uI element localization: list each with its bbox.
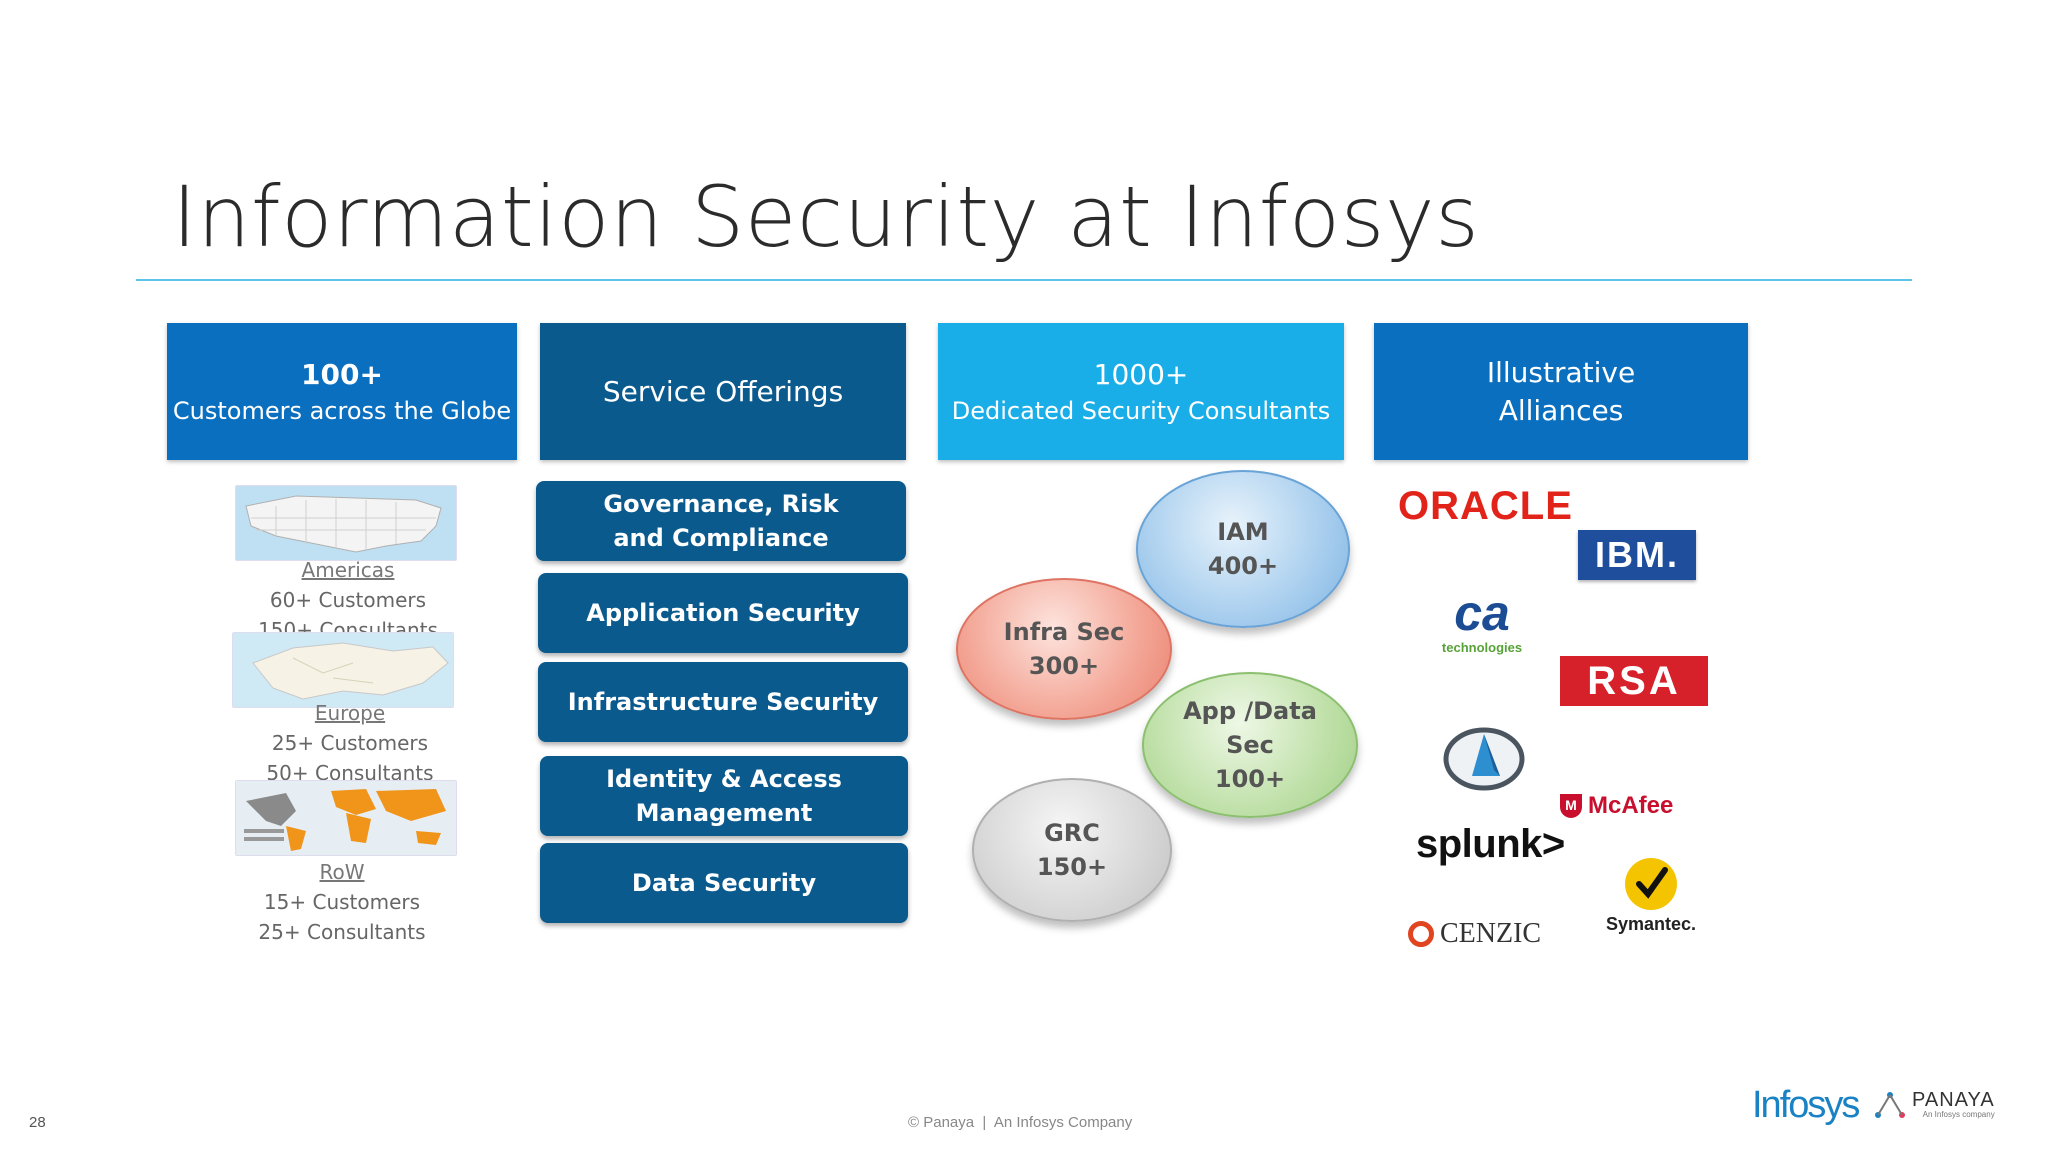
cenzic-logo: CENZIC (1408, 918, 1541, 950)
customers-count: 100+ (301, 358, 383, 391)
footer-note: © Panaya | An Infosys Company (908, 1114, 1133, 1131)
americas-map (235, 485, 457, 561)
service-label: Application Security (586, 599, 860, 627)
ca-logo-text: ca (1454, 585, 1510, 641)
ca-logo: ca technologies (1418, 588, 1546, 655)
service-iam-button[interactable]: Identity & Access Management (540, 756, 908, 836)
alliances-header: Illustrative Alliances (1374, 323, 1748, 460)
region-customers: 60+ Customers (269, 588, 427, 612)
oracle-logo: ORACLE (1398, 484, 1573, 528)
cenzic-ring-icon (1408, 921, 1434, 947)
consultants-count: 1000+ (1093, 358, 1189, 391)
bubble-count: 300+ (1028, 652, 1100, 680)
mcafee-logo: M McAfee (1560, 792, 1673, 820)
customers-header: 100+ Customers across the Globe (167, 323, 517, 460)
bubble-app-data-sec: App /Data Sec 100+ (1142, 672, 1358, 818)
cenzic-logo-text: CENZIC (1440, 918, 1542, 949)
customers-subtitle: Customers across the Globe (172, 397, 512, 425)
bubble-name: App /Data Sec (1183, 697, 1317, 759)
bubble-name: Infra Sec (1003, 618, 1125, 646)
region-row: RoW 15+ Customers 25+ Consultants (232, 857, 452, 947)
region-consultants: 25+ Consultants (258, 920, 426, 944)
rsa-logo: RSA (1560, 656, 1708, 706)
symantec-check-icon (1625, 858, 1677, 910)
panaya-logo-text: PANAYA (1912, 1089, 1995, 1111)
title-divider (136, 279, 1912, 281)
bubble-name: GRC (1044, 819, 1100, 847)
panaya-mark-icon (1875, 1092, 1905, 1118)
service-infra-security-button[interactable]: Infrastructure Security (538, 662, 908, 742)
region-europe: Europe 25+ Customers 50+ Consultants (240, 698, 460, 788)
bubble-count: 400+ (1207, 552, 1279, 580)
region-customers: 25+ Customers (271, 731, 429, 755)
europe-map (232, 632, 454, 708)
ibm-logo-text: IBM. (1595, 534, 1679, 575)
ca-logo-sub: technologies (1441, 640, 1523, 655)
panaya-logo: PANAYA An Infosys company (1874, 1090, 1995, 1119)
region-name: Europe (314, 701, 386, 725)
bubble-iam: IAM 400+ (1136, 470, 1350, 628)
service-label: Data Security (631, 869, 817, 897)
bubble-infra-sec: Infra Sec 300+ (956, 578, 1172, 720)
alliances-header-line1: Illustrative (1486, 355, 1636, 389)
alliances-header-line2: Alliances (1498, 393, 1624, 427)
page-title: Information Security at Infosys (172, 168, 1480, 266)
services-header: Service Offerings (540, 323, 906, 460)
mcafee-logo-text: McAfee (1588, 792, 1674, 819)
bubble-name: IAM (1217, 518, 1269, 546)
panaya-logo-sub: An Infosys company (1922, 1110, 1995, 1119)
services-header-label: Service Offerings (602, 374, 844, 408)
bubble-count: 150+ (1036, 853, 1108, 881)
rsa-logo-text: RSA (1587, 658, 1681, 703)
service-grc-button[interactable]: Governance, Risk and Compliance (536, 481, 906, 561)
region-name: RoW (319, 860, 365, 884)
consultants-subtitle: Dedicated Security Consultants (951, 397, 1331, 425)
region-customers: 15+ Customers (263, 890, 421, 914)
ibm-logo: IBM. (1578, 530, 1696, 580)
consultants-header: 1000+ Dedicated Security Consultants (938, 323, 1344, 460)
bubble-count: 100+ (1214, 765, 1286, 793)
symantec-logo: Symantec. (1596, 858, 1706, 935)
region-name: Americas (301, 558, 395, 582)
service-label: Infrastructure Security (567, 688, 879, 716)
service-data-security-button[interactable]: Data Security (540, 843, 908, 923)
service-label: Identity & Access Management (606, 765, 842, 827)
bubble-grc: GRC 150+ (972, 778, 1172, 922)
infosys-logo: Infosys (1752, 1084, 1860, 1126)
service-label: Governance, Risk and Compliance (603, 490, 839, 552)
page-number: 28 (29, 1114, 46, 1131)
splunk-logo: splunk> (1416, 822, 1565, 866)
symantec-logo-text: Symantec. (1605, 914, 1697, 934)
sail-logo (1442, 726, 1526, 797)
row-map (235, 780, 457, 856)
mcafee-shield-icon: M (1560, 794, 1582, 818)
service-app-security-button[interactable]: Application Security (538, 573, 908, 653)
